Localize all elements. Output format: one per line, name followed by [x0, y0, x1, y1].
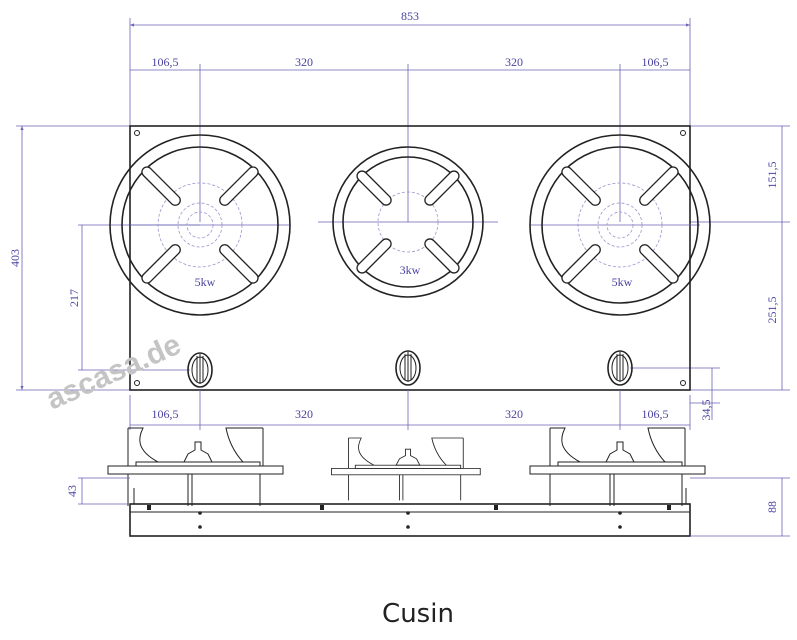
- dim-top-left-offset: 106,5: [152, 55, 179, 69]
- middle-dimensions: 106,5 320 320 106,5: [129, 390, 691, 430]
- dim-bottom-right-offset: 106,5: [642, 407, 669, 421]
- dim-total-height: 88: [765, 501, 779, 513]
- dim-bottom-spacing-1: 320: [295, 407, 313, 421]
- right-dimensions: 151,5 251,5 34,5: [630, 125, 790, 421]
- dim-knob-offset: 34,5: [699, 400, 713, 421]
- dim-bottom-left-offset: 106,5: [152, 407, 179, 421]
- dim-top-to-burner-axis: 151,5: [765, 162, 779, 189]
- dim-top-spacing-2: 320: [505, 55, 523, 69]
- dim-burner-axis-from-bottom: 217: [67, 289, 81, 307]
- burner-left-power: 5kw: [195, 275, 216, 289]
- left-dimensions: 403 217: [8, 125, 200, 391]
- dim-top-right-offset: 106,5: [642, 55, 669, 69]
- knob-left: [187, 352, 213, 388]
- top-dimensions: 853 106,5 320 320 106,5: [129, 9, 691, 222]
- dim-top-spacing-1: 320: [295, 55, 313, 69]
- dim-total-width: 853: [401, 9, 419, 23]
- dim-installation-height: 43: [65, 485, 79, 497]
- watermark: ascasa.de: [41, 328, 185, 416]
- dim-burner-axis-to-bottom: 251,5: [765, 297, 779, 324]
- dim-total-depth: 403: [8, 249, 22, 267]
- dim-bottom-spacing-2: 320: [505, 407, 523, 421]
- burner-right-power: 5kw: [612, 275, 633, 289]
- product-title: Cusin: [382, 599, 454, 629]
- hob-side-view: 43 88: [65, 427, 790, 537]
- hob-top-view: 5kw 3kw 5kw: [109, 125, 711, 391]
- burner-center-power: 3kw: [400, 263, 421, 277]
- knob-right: [607, 350, 633, 386]
- knob-center: [395, 350, 421, 386]
